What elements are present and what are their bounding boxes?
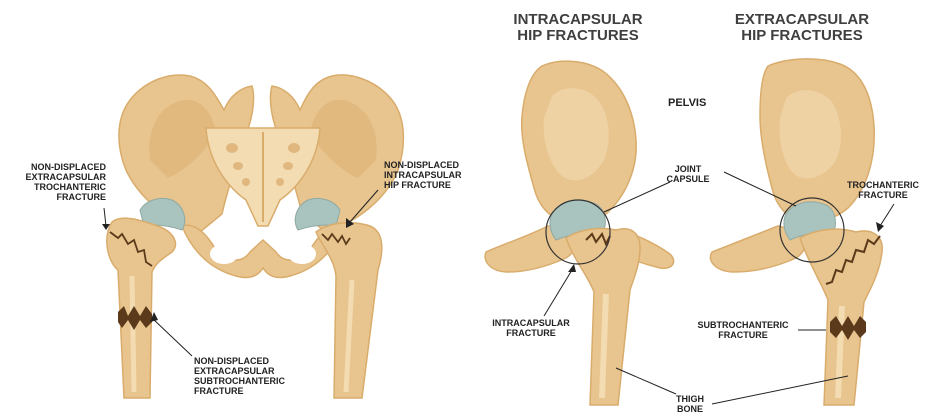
- left-subtrochanteric-fracture-line: [118, 306, 152, 330]
- right-femur-2-highlight: [838, 306, 842, 398]
- label-pelvis: PELVIS: [668, 98, 706, 108]
- label-trochanteric-fracture: TROCHANTERIC FRACTURE: [846, 180, 920, 200]
- right-ilium-2-inner: [780, 90, 841, 178]
- title-intracapsular-line-2: HIP FRACTURES: [498, 28, 658, 44]
- left-femur: [107, 218, 176, 398]
- label-intracapsular-hip: NON-DISPLACED INTRACAPSULAR HIP FRACTURE: [384, 160, 484, 190]
- extracapsular-illustration: [710, 59, 894, 405]
- leader-trochanteric-right: [880, 204, 894, 226]
- arrowhead-intracapsular-fracture: [568, 264, 576, 272]
- label-line: NON-DISPLACED: [194, 356, 304, 366]
- label-line: HIP FRACTURE: [384, 180, 484, 190]
- label-line: FRACTURE: [10, 192, 106, 202]
- label-line: SUBTROCHANTERIC: [690, 320, 796, 330]
- title-extracapsular-line-1: EXTRACAPSULAR: [722, 12, 882, 28]
- label-line: SUBTROCHANTERIC: [194, 376, 304, 386]
- pelvis-illustration: [102, 75, 403, 398]
- label-trochanteric-left: NON-DISPLACED EXTRACAPSULAR TROCHANTERIC…: [10, 162, 106, 202]
- title-extracapsular: EXTRACAPSULAR HIP FRACTURES: [722, 12, 882, 44]
- label-thigh-bone: THIGH BONE: [668, 394, 712, 414]
- title-intracapsular-line-1: INTRACAPSULAR: [498, 12, 658, 28]
- label-line: NON-DISPLACED: [10, 162, 106, 172]
- leader-subtrochanteric-left: [152, 318, 192, 356]
- leader-intracapsular-fracture: [544, 270, 572, 316]
- label-line: FRACTURE: [194, 386, 304, 396]
- intracapsular-illustration: [485, 61, 676, 405]
- label-line: TROCHANTERIC: [10, 182, 106, 192]
- left-femur-highlight: [132, 276, 134, 392]
- label-intracapsular-fracture: INTRACAPSULAR FRACTURE: [486, 318, 576, 338]
- mid-femur-highlight: [602, 294, 606, 398]
- label-line: NON-DISPLACED: [384, 160, 484, 170]
- label-joint-capsule: JOINT CAPSULE: [658, 164, 718, 184]
- label-line: FRACTURE: [846, 190, 920, 200]
- label-line: EXTRACAPSULAR: [194, 366, 304, 376]
- label-subtrochanteric-fracture: SUBTROCHANTERIC FRACTURE: [690, 320, 796, 340]
- label-line: JOINT: [658, 164, 718, 174]
- label-line: EXTRACAPSULAR: [10, 172, 106, 182]
- label-line: TROCHANTERIC: [846, 180, 920, 190]
- title-extracapsular-line-2: HIP FRACTURES: [722, 28, 882, 44]
- arrowhead-trochanteric-right: [876, 222, 884, 232]
- label-line: CAPSULE: [658, 174, 718, 184]
- leader-trochanteric-left: [104, 208, 106, 226]
- label-line: INTRACAPSULAR: [486, 318, 576, 328]
- label-line: FRACTURE: [690, 330, 796, 340]
- left-obturator: [210, 244, 238, 264]
- label-line: THIGH: [668, 394, 712, 404]
- label-line: FRACTURE: [486, 328, 576, 338]
- label-subtrochanteric-left: NON-DISPLACED EXTRACAPSULAR SUBTROCHANTE…: [194, 356, 304, 396]
- label-line: BONE: [668, 404, 712, 414]
- leader-thigh-bone-mid: [616, 368, 676, 394]
- label-line: INTRACAPSULAR: [384, 170, 484, 180]
- right-subtrochanteric-fracture-line: [830, 316, 866, 340]
- right-obturator: [288, 244, 316, 264]
- title-intracapsular: INTRACAPSULAR HIP FRACTURES: [498, 12, 658, 44]
